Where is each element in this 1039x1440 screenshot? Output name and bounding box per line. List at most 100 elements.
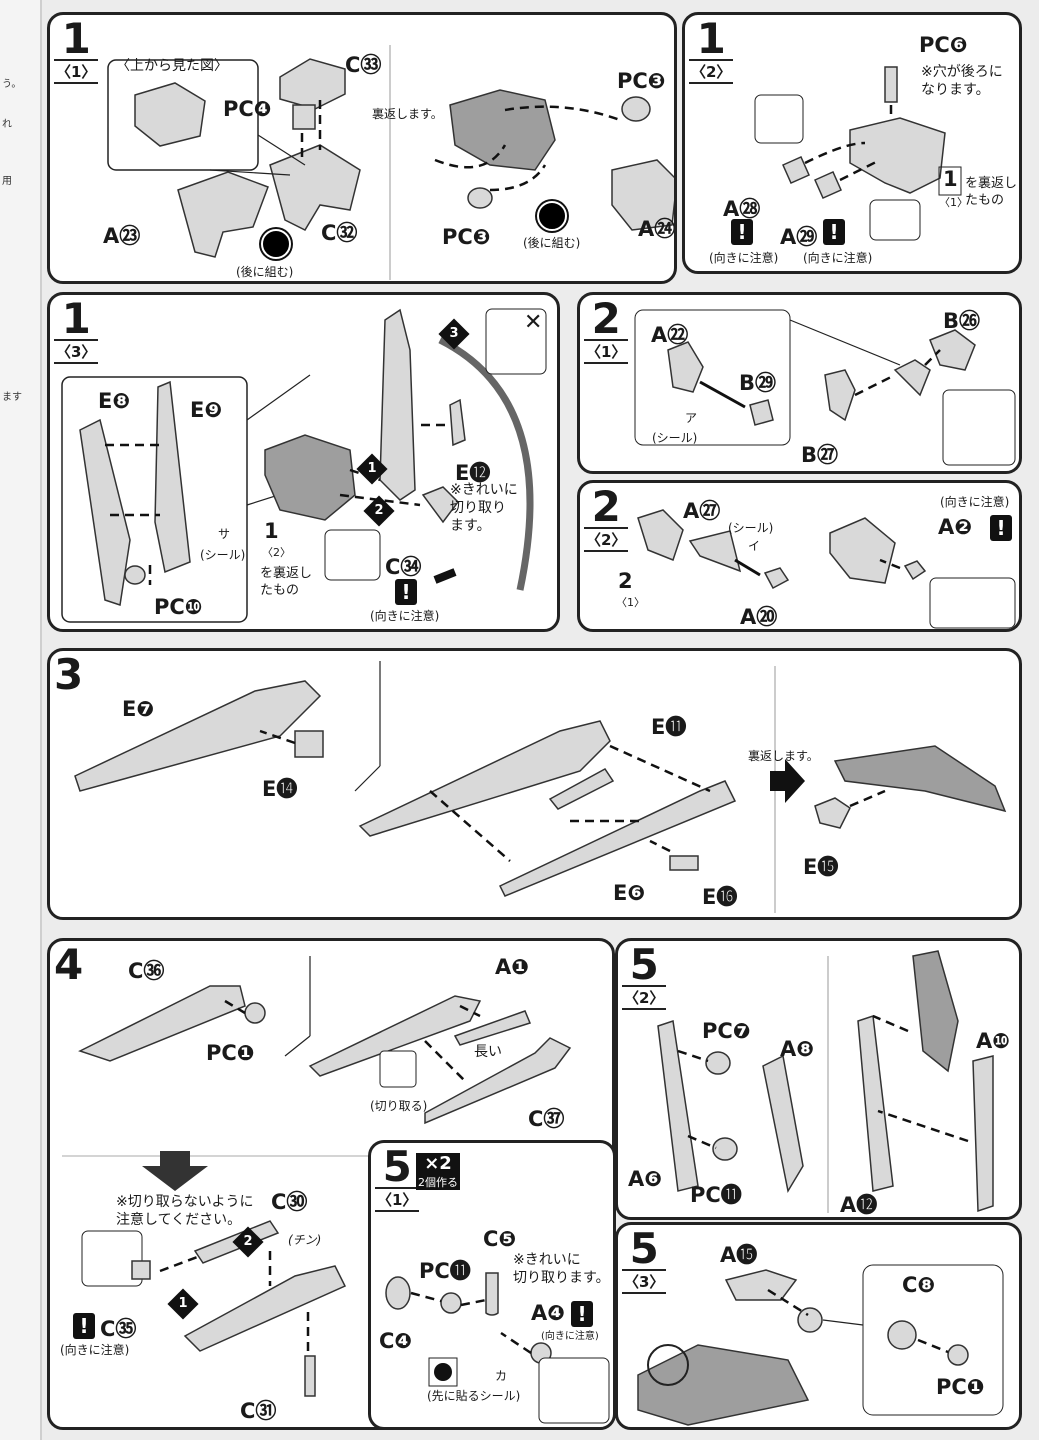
- label-pc3: PC❸: [442, 225, 491, 249]
- part-a6-shape: [657, 1020, 699, 1192]
- wrong-mark: ✕: [524, 310, 543, 335]
- step-label: 3: [54, 650, 84, 699]
- label-a24: A㉔: [638, 217, 676, 241]
- later-note: (後に組む): [523, 236, 581, 250]
- step-3-drawing: [74, 661, 1007, 913]
- label-e9: E❾: [190, 398, 223, 422]
- label-a4: A❹: [531, 1301, 566, 1325]
- step-3-panel: 3 E❼ E⓮ E⓫ E❻ E⓰ 裏返します。 E⓯: [47, 648, 1022, 920]
- part-b27-shape: [824, 369, 856, 422]
- label-b29: B㉙: [739, 371, 777, 395]
- flipped-note: を裏返し たもの: [965, 176, 1018, 208]
- step-1-1-drawing: [107, 45, 674, 280]
- part-pc11-shape: [440, 1292, 462, 1314]
- label-pc1: PC❶: [206, 1041, 255, 1065]
- margin-note: ます: [2, 392, 22, 403]
- label-c33: C㉝: [345, 53, 382, 77]
- step-2-1-panel: 2 〈1〉 A㉒ B㉙ B㉖ B㉗ ア (シール): [577, 292, 1022, 474]
- label-c5: C❺: [483, 1227, 517, 1251]
- seal-note: (シール): [200, 548, 246, 562]
- label-e14: E⓮: [262, 777, 298, 801]
- label-pc11: PC⓫: [690, 1183, 742, 1207]
- label-e6: E❻: [613, 881, 646, 905]
- ref-step: 1: [943, 167, 958, 191]
- label-pc10: PC❿: [154, 595, 203, 619]
- ref-substep: 〈1〉: [616, 596, 645, 609]
- label-e16: E⓰: [702, 885, 738, 909]
- assembly-shape: [183, 1265, 347, 1352]
- part-c8-shape: [887, 1320, 917, 1350]
- step-1-3-panel: 1 〈3〉 ✕ 3 1 2 E❽ E❾ サ (シール) PC❿ E⓬ ※きれいに…: [47, 292, 560, 632]
- part-pc6-shape: [884, 66, 898, 103]
- part-a22-shape: [667, 341, 704, 393]
- top-view-part: [134, 82, 206, 147]
- part-pc1-shape: [244, 1002, 266, 1024]
- part-c37-shape: [424, 1037, 572, 1125]
- step-label: 1 〈2〉: [689, 18, 734, 84]
- step-label: 5 〈2〉: [622, 944, 667, 1010]
- step-5-1-panel: 5 〈1〉 ×2 2個作る C❺ ※きれいに 切り取ります。 PC⓫ C❹ A❹…: [368, 1140, 616, 1430]
- step-5-1-drawing: [385, 1272, 610, 1424]
- part-c4-shape: [385, 1276, 411, 1310]
- step-label: 2 〈2〉: [584, 486, 629, 552]
- label-a2: A❷: [938, 515, 973, 539]
- label-a15: A⓯: [720, 1243, 758, 1267]
- step-1-1-panel: 1 〈1〉 〈上から見た図〉 C㉝ PC❹ A㉓ C㉜ (後に組む) 裏返します…: [47, 12, 677, 284]
- order-marker-3: 3: [438, 318, 470, 350]
- assembly-shape: [308, 995, 482, 1077]
- warning-icon: !: [990, 515, 1012, 541]
- step-label: 1 〈3〉: [54, 298, 99, 364]
- step-1-3-drawing: [61, 308, 547, 623]
- no-cut-note: ※切り取らないように 注意してください。: [116, 1194, 254, 1228]
- part-a23-shape: [177, 171, 269, 258]
- ref-step: 1: [264, 519, 279, 543]
- step-4-drawing: [62, 956, 602, 1397]
- seal-mark: ア: [685, 411, 698, 425]
- label-pc1: PC❶: [936, 1375, 985, 1399]
- part-a8-shape: [762, 1054, 804, 1194]
- part-e12-shape: [449, 398, 466, 447]
- step-label: 5 〈1〉: [375, 1146, 420, 1212]
- orientation-note: (向きに注意): [803, 251, 873, 265]
- part-b26-shape: [929, 329, 976, 371]
- part-pc4-shape: [292, 104, 316, 130]
- label-a29: A㉙: [780, 225, 818, 249]
- part-e16-shape: [669, 855, 699, 871]
- part-a10-shape: [972, 1055, 994, 1213]
- step-2-2-drawing: [637, 509, 1016, 629]
- margin-note: う。: [2, 79, 22, 90]
- step-1-2-drawing: [754, 66, 962, 241]
- assembly-shape: [358, 720, 611, 837]
- label-a27: A㉗: [683, 499, 721, 523]
- part-a28-shape: [782, 156, 810, 184]
- warning-icon: !: [571, 1301, 593, 1327]
- click-sound: (チン): [288, 1233, 322, 1247]
- part-c32-shape: [269, 144, 361, 231]
- part-a1-shape: [453, 1010, 532, 1046]
- part-pc11-shape: [712, 1137, 738, 1161]
- part-e11-shape: [548, 768, 615, 810]
- margin-note: 用: [2, 176, 12, 187]
- flip-note: 裏返します。: [748, 749, 819, 763]
- part-a24-shape: [611, 159, 674, 231]
- label-c36: C㊱: [128, 959, 165, 983]
- hole-note: ※穴が後ろに なります。: [921, 64, 1003, 98]
- label-c31: C㉛: [240, 1399, 277, 1423]
- part-b29-shape: [749, 399, 774, 426]
- label-c32: C㉜: [321, 221, 358, 245]
- label-e15: E⓯: [803, 855, 839, 879]
- orientation-note: (向きに注意): [940, 495, 1010, 509]
- margin-note: れ: [2, 119, 12, 130]
- step-5-2-drawing: [657, 950, 994, 1213]
- part-c34-shape: [421, 486, 459, 524]
- label-a20: A⑳: [740, 605, 778, 629]
- part-a2-shape: [903, 560, 927, 581]
- label-c30: C㉚: [271, 1190, 308, 1214]
- warning-icon: !: [73, 1313, 95, 1339]
- part-a29-shape: [814, 171, 842, 199]
- label-c34: C㉞: [385, 555, 422, 579]
- part-a20-shape: [763, 567, 790, 590]
- label-pc6: PC❻: [919, 33, 968, 57]
- label-pc7: PC❼: [702, 1019, 751, 1043]
- step-4-panel: 4 C㊱ PC❶ A❶ 長い (切り取る) C㊲ ※切り取らないように 注意して…: [47, 938, 615, 1430]
